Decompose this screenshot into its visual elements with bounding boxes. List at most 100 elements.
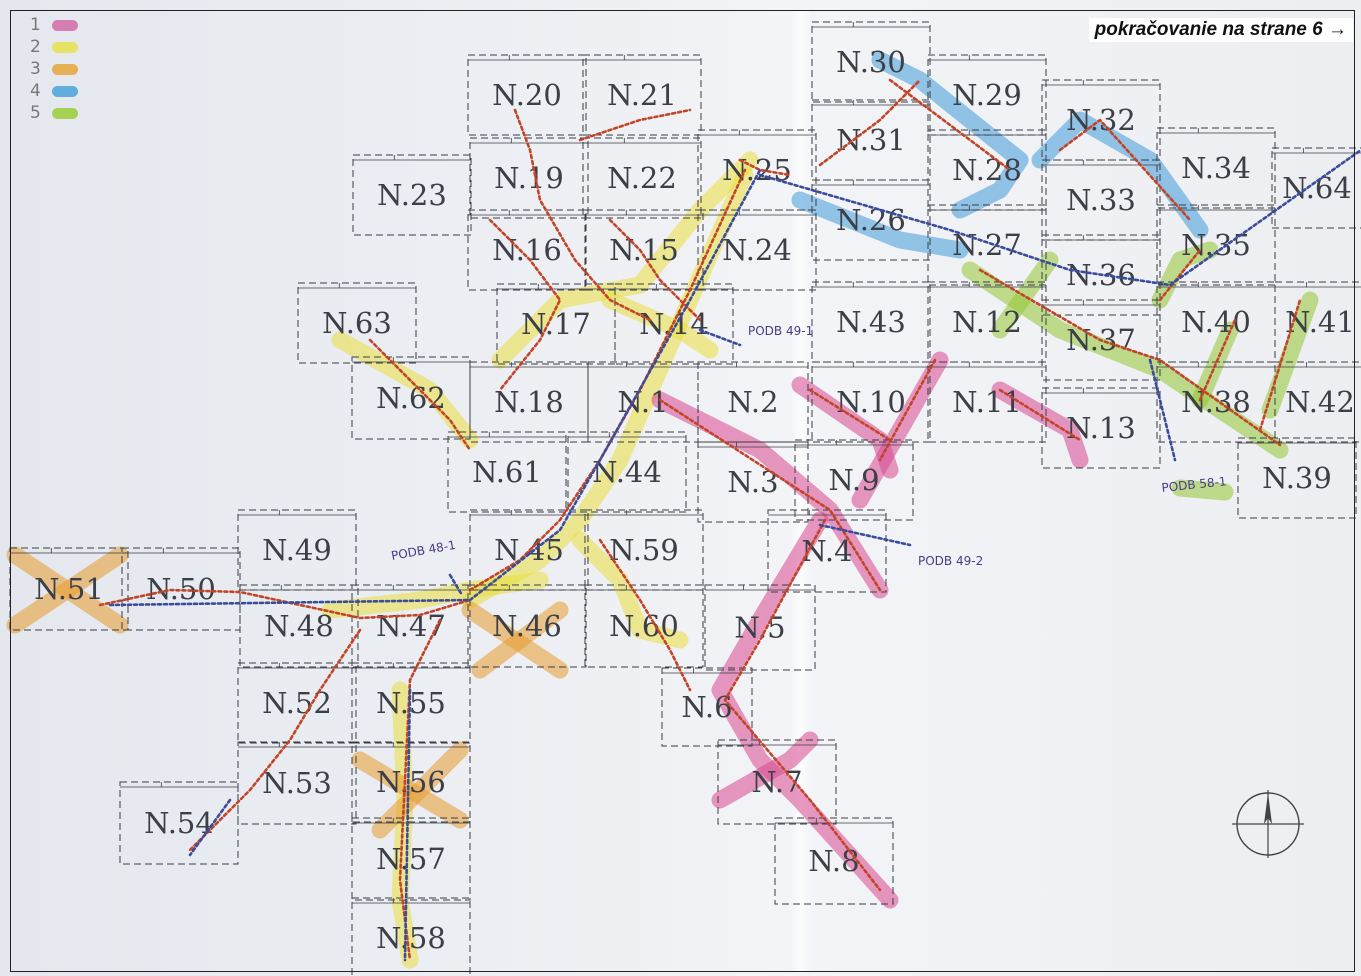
sheet-label: N.56 — [376, 765, 446, 799]
legend-number: 2 — [30, 37, 41, 57]
map-sheet-cell: N.44 — [567, 431, 687, 513]
route-highlight — [1031, 111, 1209, 239]
route-line — [1198, 318, 1237, 402]
map-sheet-cell: N.57 — [351, 817, 471, 901]
route-highlight — [711, 511, 899, 909]
legend-item-1: 1 — [30, 14, 78, 36]
route-highlight — [371, 741, 469, 839]
sheet-label: N.40 — [1181, 305, 1251, 339]
map-sheet-cell: N.9 — [794, 439, 914, 521]
sheet-label: N.16 — [492, 233, 562, 267]
route-highlight — [461, 166, 754, 609]
route-line — [1258, 298, 1302, 432]
map-sheet-cell: N.61 — [447, 431, 567, 513]
map-sheet-cell: N.43 — [811, 281, 931, 363]
map-sheet-cell: N.23 — [352, 154, 472, 236]
sheet-label: N.12 — [952, 305, 1022, 339]
route-highlight — [1261, 291, 1319, 419]
route-line — [513, 108, 652, 322]
route-line — [998, 388, 1082, 442]
sheet-label: N.54 — [144, 806, 214, 840]
sheet-label: N.39 — [1262, 461, 1332, 495]
route-line — [403, 688, 412, 962]
map-sheet-cell: N.24 — [697, 209, 817, 291]
map-sheet-cell: N.12 — [927, 281, 1047, 363]
legend-swatch — [52, 107, 78, 119]
sheet-label: N.48 — [264, 609, 334, 643]
map-sheet-cell: N.6 — [661, 667, 753, 747]
route-line — [488, 218, 562, 392]
sheet-label: N.19 — [494, 161, 564, 195]
sheet-label: N.20 — [492, 78, 562, 112]
route-highlight — [711, 731, 819, 809]
sheet-label: N.51 — [34, 572, 104, 606]
map-sheet-cell: N.22 — [582, 137, 702, 219]
map-sheet-cell: N.58 — [351, 897, 471, 976]
route-highlight — [1171, 479, 1234, 501]
sheet-label: N.61 — [472, 455, 542, 489]
sheet-label: N.53 — [262, 766, 332, 800]
sheet-label: N.24 — [722, 233, 792, 267]
sheet-label: N.21 — [607, 78, 677, 112]
map-sheet-cell: N.48 — [239, 584, 359, 668]
sheet-label: N.46 — [492, 609, 562, 643]
map-sheet-cell: N.50 — [121, 547, 241, 631]
map-sheet-cell: N.34 — [1156, 127, 1276, 209]
sheet-label: N.44 — [592, 455, 662, 489]
legend-number: 4 — [30, 81, 41, 101]
map-frame — [10, 10, 1355, 972]
route-line — [888, 78, 1012, 172]
sheet-label: N.62 — [376, 381, 446, 415]
route-line — [738, 158, 792, 177]
map-sheet-cell: N.33 — [1041, 159, 1161, 241]
route-line — [1058, 118, 1192, 222]
map-sheet-cell: N.60 — [584, 584, 704, 668]
route-line — [598, 538, 692, 692]
sheet-label: N.8 — [808, 844, 859, 878]
legend-swatch — [52, 63, 78, 75]
sheet-label: N.23 — [377, 178, 447, 212]
map-sheet-cell: N.13 — [1041, 387, 1161, 469]
map-sheet-cell: N.17 — [496, 283, 616, 365]
connection-annotation: PODB 49-1 — [748, 324, 813, 338]
sheet-label: N.11 — [952, 385, 1022, 419]
route-layer — [98, 78, 1361, 962]
map-sheet-cell: N.16 — [467, 209, 587, 291]
sheet-label: N.63 — [322, 306, 392, 340]
route-highlight — [871, 51, 1029, 219]
map-sheet-cell: N.63 — [297, 282, 417, 364]
route-line — [758, 148, 1361, 287]
map-sheet-cell: N.28 — [927, 129, 1047, 211]
route-line — [188, 628, 362, 852]
map-sheet-cell: N.31 — [811, 99, 931, 181]
map-sheet-cell: N.53 — [237, 741, 357, 825]
connection-annotation: PODB 58-1 — [1161, 474, 1227, 495]
map-sheet-cell: N.15 — [584, 209, 704, 291]
route-line — [98, 588, 472, 620]
sheet-label: N.22 — [607, 161, 677, 195]
north-arrow-icon — [1232, 790, 1304, 858]
map-sheet-cell: N.4 — [767, 509, 887, 593]
route-line — [808, 388, 892, 442]
sheet-label: N.38 — [1181, 385, 1251, 419]
route-line — [698, 328, 742, 347]
sheet-label: N.57 — [376, 842, 446, 876]
sheet-label: N.33 — [1066, 183, 1136, 217]
sheet-label: N.34 — [1181, 151, 1251, 185]
map-sheet-cell: N.64 — [1271, 147, 1361, 229]
sheet-label: N.30 — [836, 45, 906, 79]
sheet-label: N.31 — [836, 123, 906, 157]
route-line — [1148, 358, 1177, 462]
route-line — [1158, 248, 1202, 302]
route-line — [108, 168, 762, 607]
map-sheet-cell: N.49 — [237, 509, 357, 591]
map-sheet-cell: N.42 — [1274, 361, 1361, 443]
continuation-note: pokračovanie na strane 6 → — [1088, 18, 1353, 42]
sheet-label: N.15 — [609, 233, 679, 267]
legend-item-2: 2 — [30, 36, 78, 58]
route-line — [578, 108, 692, 142]
sheet-label: N.64 — [1282, 171, 1352, 205]
legend: 1 2 3 4 5 — [30, 14, 78, 124]
route-line — [818, 523, 912, 547]
